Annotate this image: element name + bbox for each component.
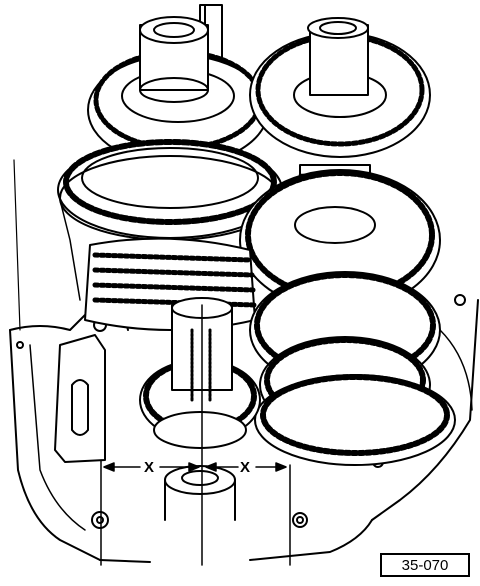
dimension-label-left: X <box>144 459 154 476</box>
dimension-label-right: X <box>240 459 250 476</box>
figure-reference-number: 35-070 <box>401 556 449 574</box>
figure-reference-box: 35-070 <box>380 553 470 577</box>
lower-right-gear-pack <box>249 271 456 466</box>
upper-right-gear <box>249 17 431 158</box>
gearbox-housing <box>9 159 479 563</box>
upper-left-gear <box>87 16 269 166</box>
measurement-lines <box>100 304 291 566</box>
shift-fork <box>54 334 106 463</box>
lower-small-gear <box>139 297 261 521</box>
